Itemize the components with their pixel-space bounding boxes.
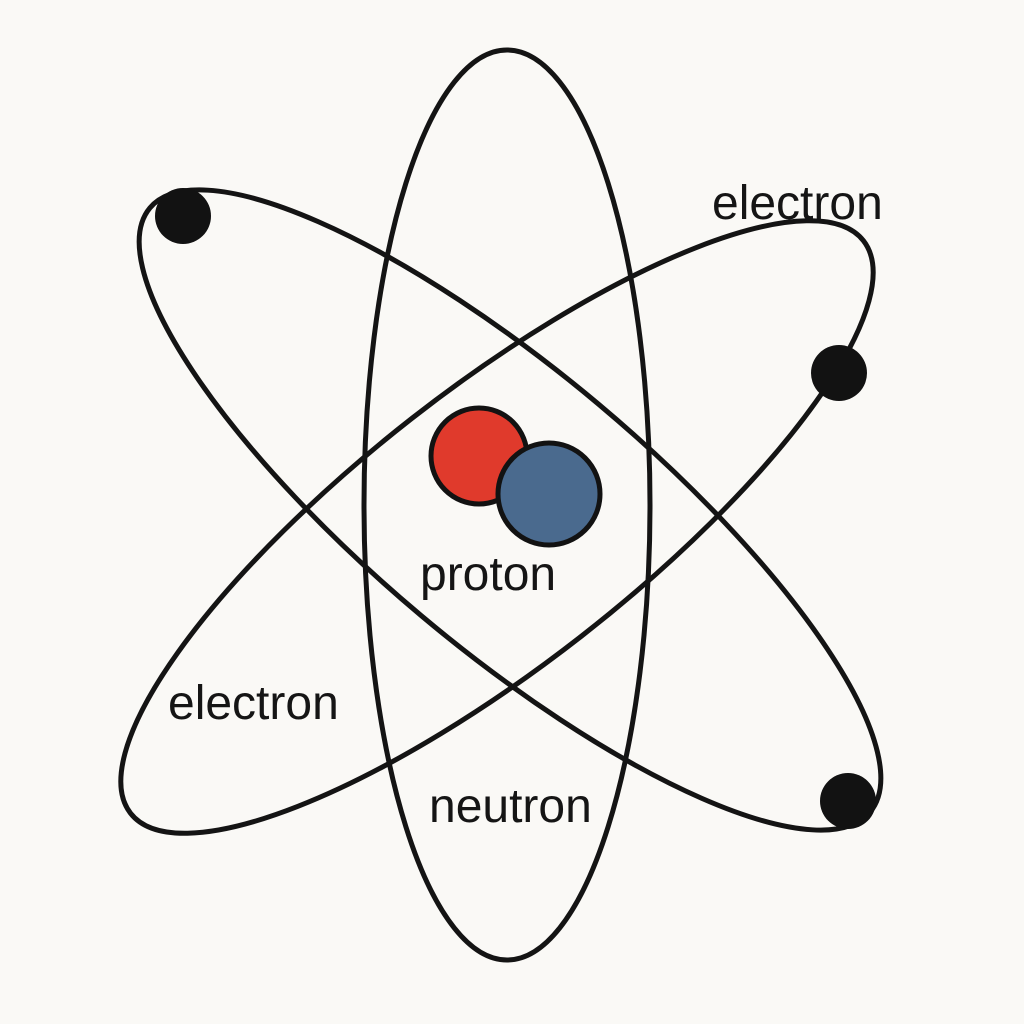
orbit-ascending: [118, 218, 876, 836]
orbit-vertical: [361, 47, 653, 963]
label-proton: proton: [420, 548, 556, 601]
label-electron-left: electron: [168, 677, 339, 730]
neutron-particle: [495, 440, 603, 548]
label-neutron: neutron: [429, 780, 592, 833]
label-electron-top: electron: [712, 177, 883, 230]
nucleus: [428, 405, 603, 548]
electron-top-left: [155, 188, 211, 244]
electron-bottom-right: [820, 773, 876, 829]
electron-right: [811, 345, 867, 401]
